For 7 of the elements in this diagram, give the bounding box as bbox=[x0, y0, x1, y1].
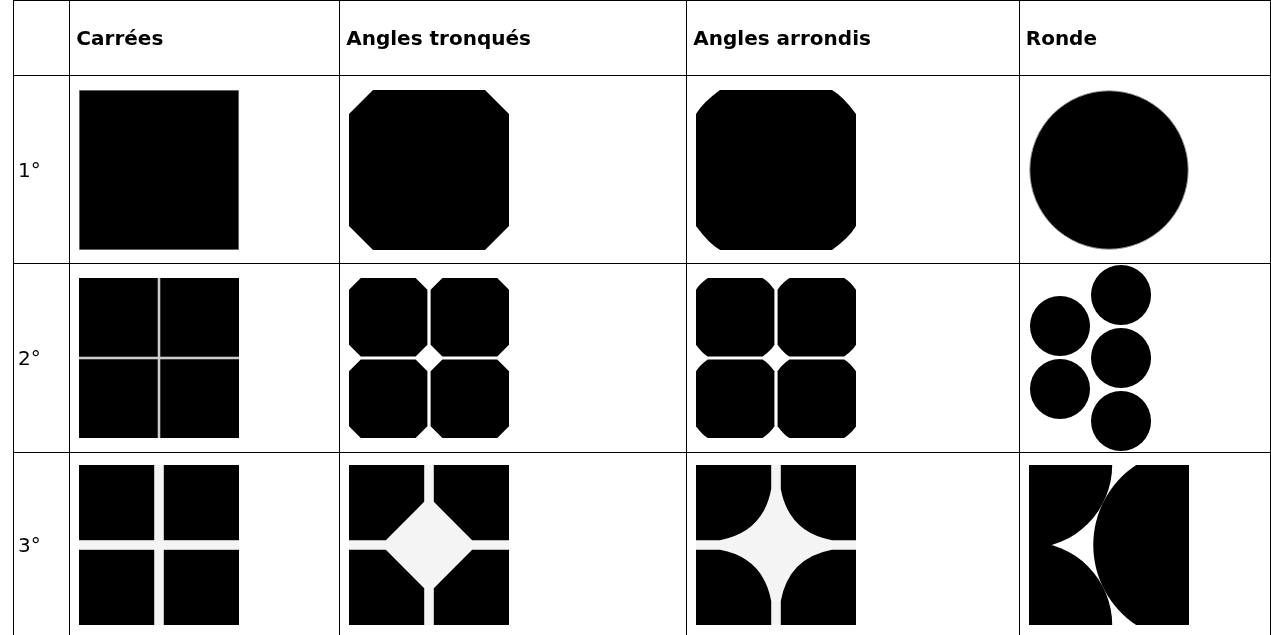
row-header: 1° bbox=[18, 157, 41, 182]
column-header: Ronde bbox=[1025, 26, 1097, 50]
column-header: Angles tronqués bbox=[346, 26, 531, 50]
column-header: Carrées bbox=[76, 26, 164, 50]
row-header: 3° bbox=[18, 532, 41, 557]
column-header: Angles arrondis bbox=[693, 26, 871, 50]
row-header: 2° bbox=[18, 346, 41, 370]
